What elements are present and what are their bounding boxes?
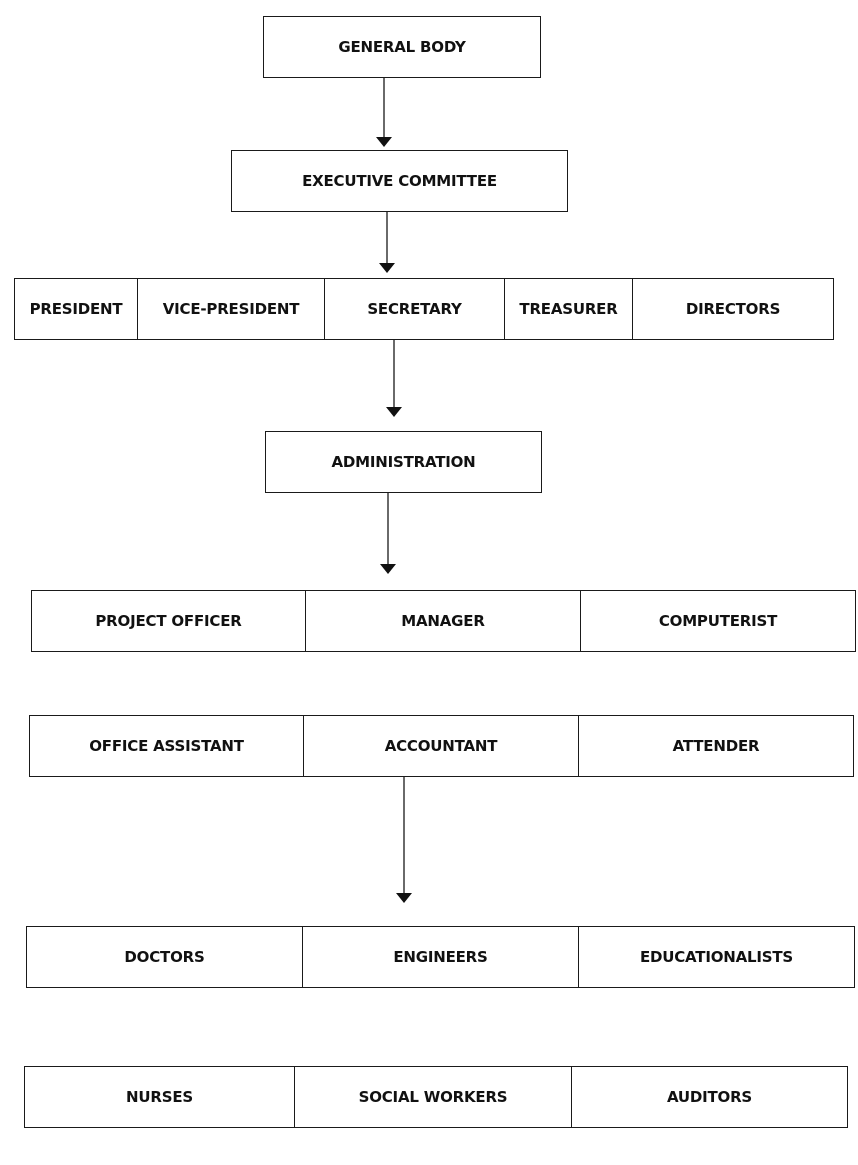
officer-directors: DIRECTORS bbox=[685, 300, 781, 318]
general-body-label: GENERAL BODY bbox=[338, 38, 466, 56]
professionals-row-2: NURSES SOCIAL WORKERS AUDITORS bbox=[24, 1066, 848, 1128]
staff-row-2: OFFICE ASSISTANT ACCOUNTANT ATTENDER bbox=[29, 715, 854, 777]
staff-accountant: ACCOUNTANT bbox=[304, 716, 579, 776]
arrow-head-general-to-executive bbox=[376, 137, 392, 147]
professional-social-workers: SOCIAL WORKERS bbox=[295, 1067, 572, 1127]
professional-nurses: NURSES bbox=[25, 1067, 295, 1127]
arrow-head-administration-to-staff bbox=[380, 564, 396, 574]
officer-vice-president: VICE-PRESIDENT bbox=[138, 279, 325, 339]
arrow-line-administration-to-staff bbox=[387, 493, 389, 565]
professional-educationalists: EDUCATIONALISTS bbox=[639, 948, 794, 966]
general-body-box: GENERAL BODY bbox=[263, 16, 541, 78]
executive-committee-box: EXECUTIVE COMMITTEE bbox=[231, 150, 568, 212]
officers-row: PRESIDENT VICE-PRESIDENT SECRETARY TREAS… bbox=[14, 278, 834, 340]
arrow-head-accountant-to-professionals bbox=[396, 893, 412, 903]
staff-office-assistant: OFFICE ASSISTANT bbox=[30, 716, 304, 776]
arrow-head-secretary-to-administration bbox=[386, 407, 402, 417]
professional-auditors: AUDITORS bbox=[666, 1088, 753, 1106]
arrow-line-secretary-to-administration bbox=[393, 340, 395, 408]
staff-manager: MANAGER bbox=[306, 591, 581, 651]
arrow-head-executive-to-officers bbox=[379, 263, 395, 273]
officer-secretary: SECRETARY bbox=[325, 279, 505, 339]
executive-committee-label: EXECUTIVE COMMITTEE bbox=[302, 172, 497, 190]
arrow-line-general-to-executive bbox=[383, 78, 385, 138]
arrow-line-executive-to-officers bbox=[386, 212, 388, 264]
professionals-row-1: DOCTORS ENGINEERS EDUCATIONALISTS bbox=[26, 926, 855, 988]
staff-row-1: PROJECT OFFICER MANAGER COMPUTERIST bbox=[31, 590, 856, 652]
administration-label: ADMINISTRATION bbox=[331, 453, 476, 471]
officer-president: PRESIDENT bbox=[15, 279, 138, 339]
staff-attender: ATTENDER bbox=[672, 737, 760, 755]
professional-engineers: ENGINEERS bbox=[303, 927, 579, 987]
staff-computerist: COMPUTERIST bbox=[658, 612, 778, 630]
arrow-line-accountant-to-professionals bbox=[403, 777, 405, 894]
administration-box: ADMINISTRATION bbox=[265, 431, 542, 493]
staff-project-officer: PROJECT OFFICER bbox=[32, 591, 306, 651]
professional-doctors: DOCTORS bbox=[27, 927, 303, 987]
officer-treasurer: TREASURER bbox=[505, 279, 633, 339]
